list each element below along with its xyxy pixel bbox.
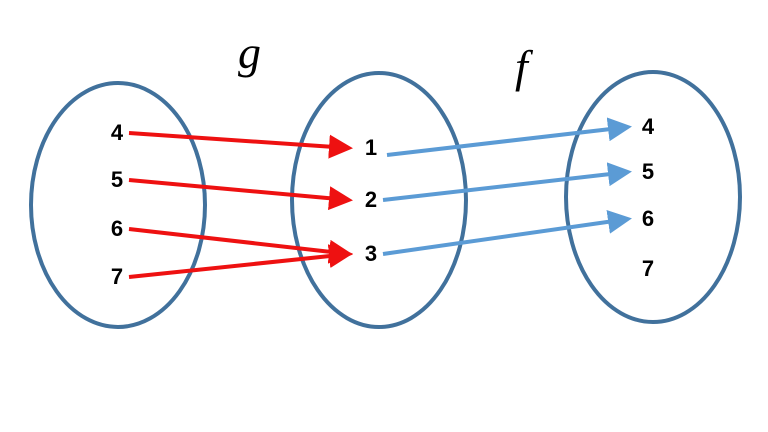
set-right-element: 5 [642,159,654,184]
g-mapping-arrow [128,244,353,279]
set-right-element: 4 [642,114,655,139]
function-label-f: f [515,41,534,92]
f-mapping-arrow [386,117,632,157]
set-right-ellipse [564,70,742,324]
f-mapping-arrow [382,162,632,202]
f-mapping-arrow [382,209,632,256]
set-right-element: 7 [642,256,654,281]
set-middle-element: 1 [365,135,377,160]
set-middle-element: 3 [365,241,377,266]
set-middle-ellipse [290,71,468,329]
set-left-element: 7 [111,264,123,289]
function-label-g: g [238,27,261,78]
set-middle-element: 2 [365,187,377,212]
set-left-element: 4 [111,120,124,145]
g-mapping-arrow [128,131,353,159]
g-mapping-arrow [128,227,353,264]
set-left-ellipse [29,81,207,329]
set-left-element: 6 [111,216,123,241]
set-right-element: 6 [642,206,654,231]
g-mapping-arrow [128,178,353,211]
set-left-element: 5 [111,167,123,192]
